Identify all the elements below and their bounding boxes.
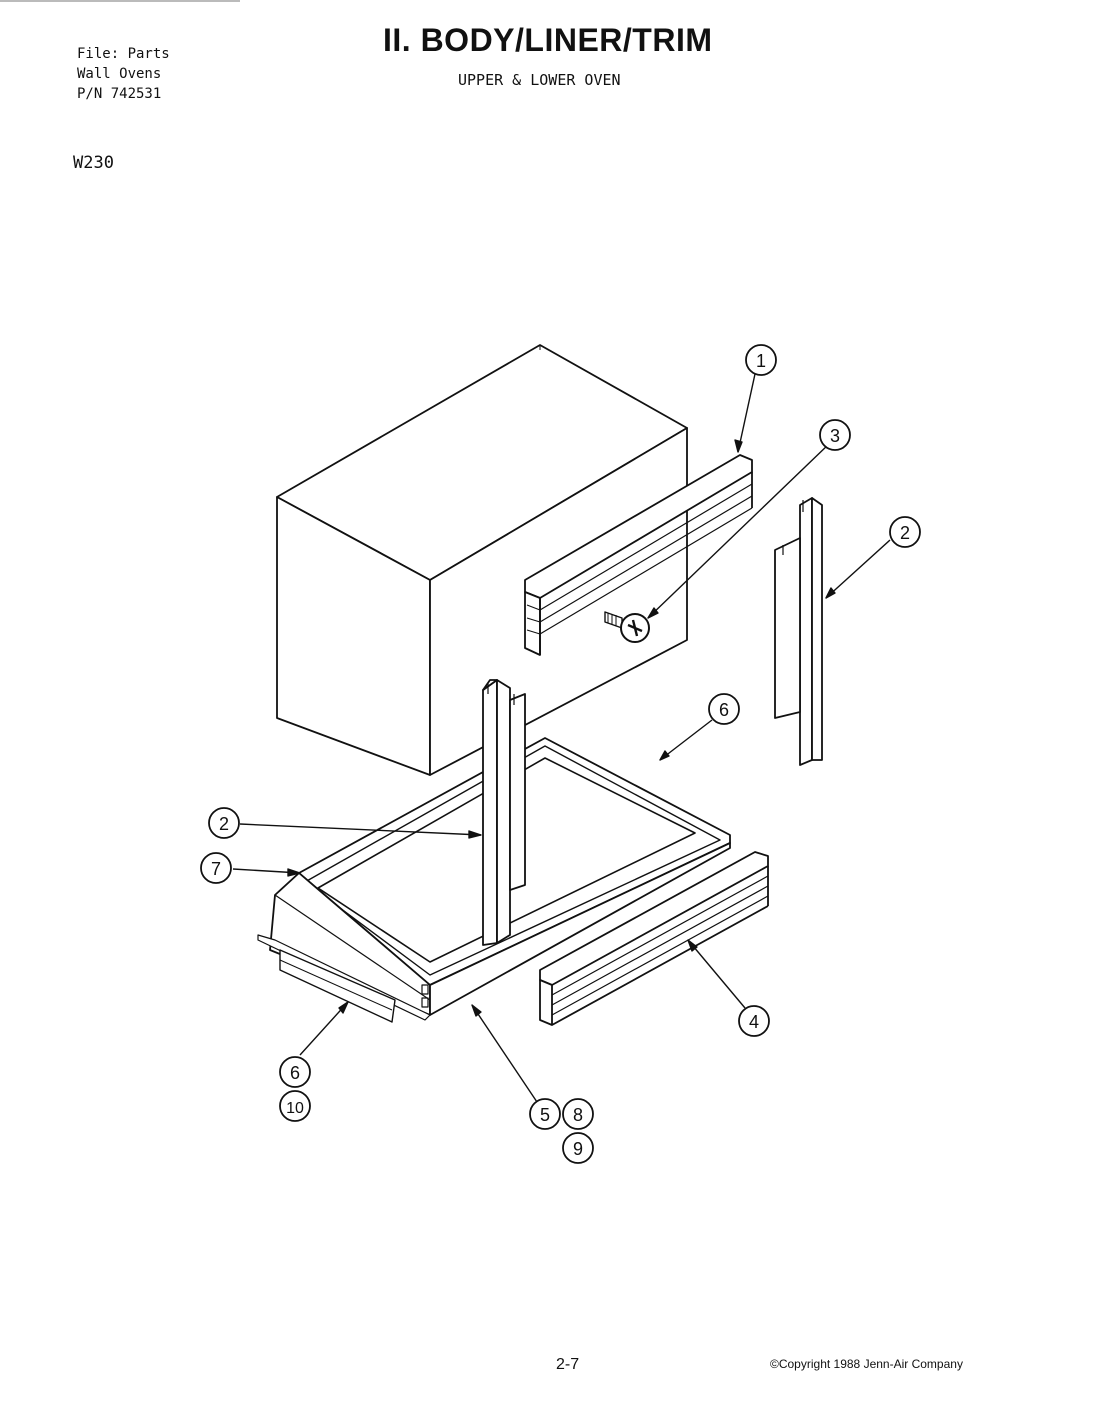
callout-8: 8 [562, 1098, 594, 1130]
part-number-line: P/N 742531 [77, 86, 162, 102]
svg-text:10: 10 [286, 1100, 304, 1117]
page-subtitle: UPPER & LOWER OVEN [458, 71, 621, 89]
callout-2-left: 2 [208, 807, 240, 839]
svg-text:7: 7 [211, 859, 221, 879]
svg-text:3: 3 [830, 426, 840, 446]
bottom-trim-strip [539, 851, 769, 1026]
callout-3: 3 [819, 419, 851, 451]
svg-text:6: 6 [719, 700, 729, 720]
callout-6-bottom: 6 [279, 1056, 311, 1088]
oven-body-box [276, 344, 688, 776]
callout-10: 10 [279, 1090, 311, 1122]
side-trim-left [482, 679, 526, 946]
page-number: 2-7 [556, 1356, 580, 1373]
callout-2-right: 2 [889, 516, 921, 548]
svg-text:5: 5 [540, 1105, 550, 1125]
page-edge-line [0, 0, 240, 2]
side-trim-right [774, 497, 823, 766]
callout-9: 9 [562, 1132, 594, 1164]
screw [604, 611, 650, 643]
callout-6-top: 6 [708, 693, 740, 725]
leader-lines [232, 373, 891, 1103]
svg-text:6: 6 [290, 1063, 300, 1083]
callout-7: 7 [200, 852, 232, 884]
svg-text:2: 2 [900, 523, 910, 543]
svg-text:8: 8 [573, 1105, 583, 1125]
svg-text:9: 9 [573, 1139, 583, 1159]
callout-4: 4 [738, 1005, 770, 1037]
copyright-notice: ©Copyright 1988 Jenn-Air Company [770, 1357, 963, 1371]
file-line: File: Parts [77, 46, 170, 62]
callout-1: 1 [745, 344, 777, 376]
svg-text:2: 2 [219, 814, 229, 834]
top-trim-strip [524, 454, 753, 656]
page-title: II. BODY/LINER/TRIM [383, 22, 713, 58]
svg-text:4: 4 [749, 1012, 759, 1032]
svg-text:1: 1 [756, 351, 766, 371]
file-info: File: Parts Wall Ovens P/N 742531 [77, 44, 170, 104]
callout-5: 5 [529, 1098, 561, 1130]
model-number: W230 [73, 153, 114, 173]
category-line: Wall Ovens [77, 66, 162, 82]
